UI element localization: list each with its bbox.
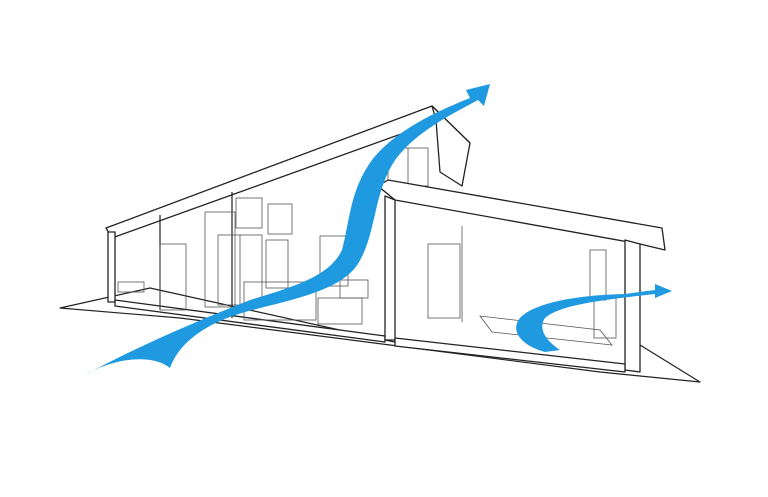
sofa (317, 297, 363, 325)
window (267, 203, 293, 235)
left-wing (105, 105, 471, 343)
airflow-arrow-main (85, 84, 490, 375)
kitchen-island (243, 281, 317, 321)
left-wall (107, 231, 116, 303)
bedroom-door (427, 243, 461, 319)
armchair (339, 279, 369, 299)
right-interior-wall (384, 195, 396, 341)
right-wing (377, 179, 666, 373)
window (235, 197, 263, 229)
right-wing-roof (377, 179, 666, 251)
bed (479, 315, 613, 346)
sink-counter (117, 281, 145, 293)
right-exterior-wall (624, 239, 641, 373)
door (265, 239, 289, 289)
left-floor-slab (114, 299, 386, 343)
bedroom-window (589, 249, 607, 301)
right-floor-slab (394, 337, 626, 373)
airflow-arrow-bedroom (516, 284, 672, 352)
cabinet (204, 211, 236, 308)
bed-headboard (593, 297, 617, 339)
door (159, 243, 187, 311)
